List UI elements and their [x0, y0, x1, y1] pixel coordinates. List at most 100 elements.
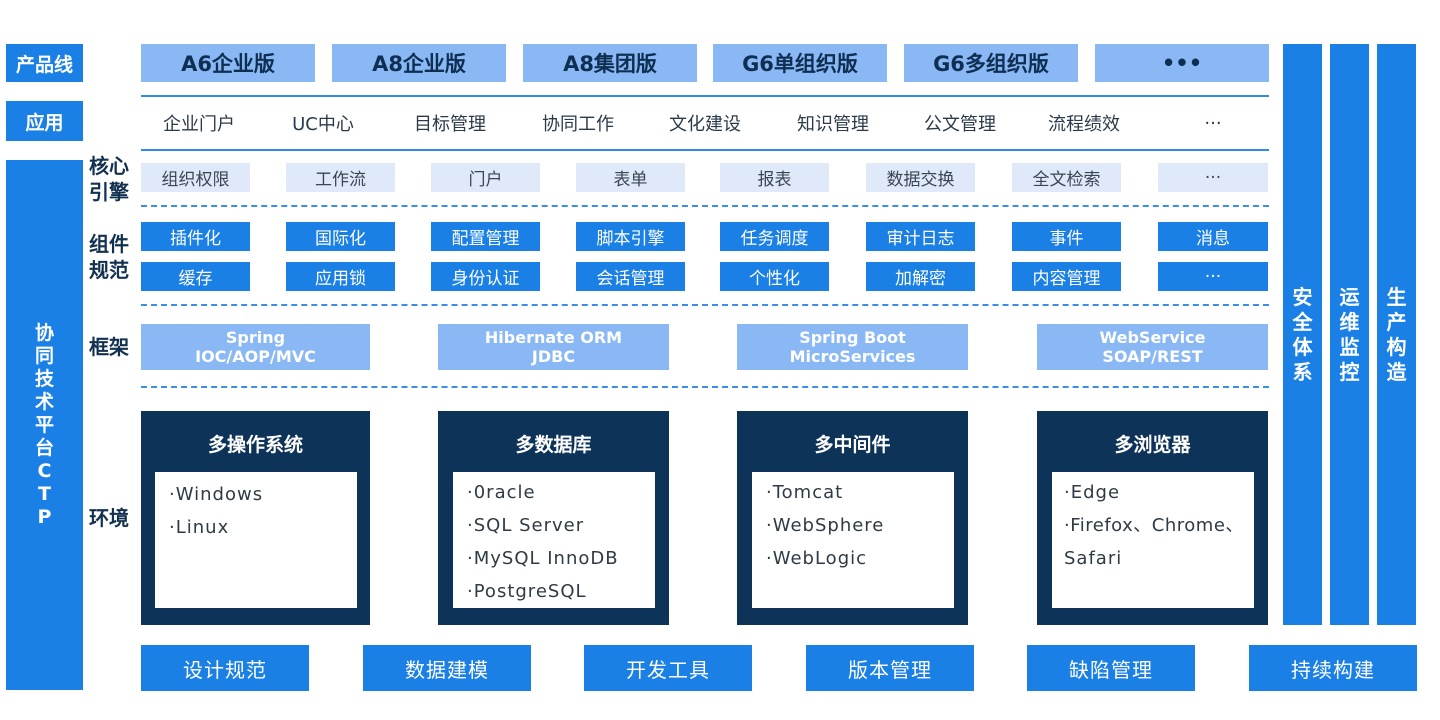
app-item: 协同工作	[542, 114, 614, 135]
ctp-char: P	[37, 505, 52, 528]
ctp-platform-bar: 协 同 技 术 平 台 C T P	[6, 160, 83, 690]
core-engine-item: 工作流	[286, 163, 395, 192]
environment-list-item: ·Tomcat	[766, 482, 844, 503]
environment-list-item: ·WebLogic	[766, 548, 868, 569]
framework-line: Hibernate ORM	[484, 328, 623, 347]
component-item: 配置管理	[431, 222, 540, 251]
environment-title: 多浏览器	[1114, 433, 1191, 456]
framework-spring-boot: Spring Boot MicroServices	[737, 324, 968, 370]
component-item: 国际化	[286, 222, 395, 251]
core-engine-item: ···	[1158, 163, 1268, 192]
app-item: ···	[1204, 112, 1222, 134]
product-more: •••	[1095, 44, 1269, 82]
core-engine-item: 数据交换	[866, 163, 975, 192]
ops-char: 运	[1339, 284, 1360, 309]
security-char: 安	[1292, 284, 1313, 309]
ctp-char: 同	[34, 344, 54, 367]
security-char: 全	[1292, 309, 1313, 334]
framework-line: Spring Boot	[799, 328, 906, 347]
environment-list: ·Windows ·Linux	[155, 472, 357, 608]
ctp-char: 协	[34, 321, 54, 344]
component-item: 应用锁	[286, 262, 395, 291]
product-a8-group: A8集团版	[523, 44, 697, 82]
core-engine-item: 组织权限	[141, 163, 250, 192]
component-item: 任务调度	[720, 222, 829, 251]
core-engine-item: 表单	[576, 163, 685, 192]
production-build-bar: 生 产 构 造	[1377, 44, 1416, 625]
component-spec-label: 组件 规范	[89, 231, 139, 283]
app-item: UC中心	[292, 114, 354, 135]
environment-list-item: ·Edge	[1064, 482, 1121, 503]
environment-list-item: ·MySQL InnoDB	[467, 548, 619, 569]
security-system-bar: 安 全 体 系	[1283, 44, 1322, 625]
environment-database: 多数据库 ·0racle ·SQL Server ·MySQL InnoDB ·…	[438, 411, 669, 625]
component-item: 事件	[1012, 222, 1121, 251]
environment-list-item: Safari	[1064, 548, 1123, 569]
framework-line: JDBC	[531, 347, 576, 366]
app-item: 企业门户	[163, 114, 235, 135]
ctp-char: 平	[34, 413, 54, 436]
core-engine-label-line: 引擎	[89, 180, 129, 204]
component-item: 缓存	[141, 262, 250, 291]
app-item: 知识管理	[797, 114, 869, 135]
component-item: 加解密	[866, 262, 975, 291]
environment-title: 多数据库	[515, 433, 592, 456]
framework-label: 框架	[89, 335, 129, 359]
framework-line: IOC/AOP/MVC	[195, 347, 316, 366]
tool-version-management: 版本管理	[806, 645, 974, 691]
product-a8-enterprise: A8企业版	[332, 44, 506, 82]
environment-title: 多操作系统	[207, 433, 303, 456]
environment-middleware: 多中间件 ·Tomcat ·WebSphere ·WebLogic	[737, 411, 968, 625]
app-item: 公文管理	[924, 114, 996, 135]
divider	[141, 386, 1269, 388]
component-item: 内容管理	[1012, 262, 1121, 291]
environment-list-item: ·Firefox、Chrome、	[1064, 515, 1244, 536]
ctp-char: T	[38, 482, 51, 505]
environment-list-item: ·WebSphere	[766, 515, 885, 536]
app-item: 流程绩效	[1048, 114, 1120, 135]
component-item: 插件化	[141, 222, 250, 251]
core-engine-item: 门户	[431, 163, 540, 192]
component-item: 会话管理	[576, 262, 685, 291]
production-char: 造	[1386, 359, 1407, 384]
core-engine-label: 核心 引擎	[89, 153, 139, 205]
product-line-label: 产品线	[6, 44, 83, 82]
framework-webservice: WebService SOAP/REST	[1037, 324, 1268, 370]
environment-list-item: ·Windows	[169, 484, 264, 505]
environment-list: ·Edge ·Firefox、Chrome、 Safari	[1052, 472, 1254, 608]
security-char: 系	[1292, 359, 1313, 384]
divider	[141, 304, 1269, 306]
application-label: 应用	[6, 101, 83, 141]
ops-char: 维	[1339, 309, 1360, 334]
environment-list-item: ·SQL Server	[467, 515, 585, 536]
ctp-char: 术	[34, 390, 54, 413]
ops-monitoring-bar: 运 维 监 控	[1330, 44, 1369, 625]
environment-browser: 多浏览器 ·Edge ·Firefox、Chrome、 Safari	[1037, 411, 1268, 625]
tool-design-spec: 设计规范	[141, 645, 309, 691]
component-item: 身份认证	[431, 262, 540, 291]
component-item: 个性化	[720, 262, 829, 291]
product-g6-multi: G6多组织版	[904, 44, 1078, 82]
production-char: 产	[1386, 309, 1407, 334]
environment-title: 多中间件	[814, 433, 891, 456]
framework-line: Spring	[225, 328, 286, 347]
tool-data-modeling: 数据建模	[363, 645, 531, 691]
framework-line: WebService	[1099, 328, 1206, 347]
production-char: 构	[1386, 334, 1407, 359]
environment-list: ·Tomcat ·WebSphere ·WebLogic	[752, 472, 954, 608]
environment-list-item: ·PostgreSQL	[467, 581, 587, 602]
environment-label: 环境	[89, 506, 129, 530]
framework-line: MicroServices	[789, 347, 916, 366]
ops-char: 监	[1339, 334, 1360, 359]
environment-list-item: ·0racle	[467, 482, 536, 503]
framework-hibernate: Hibernate ORM JDBC	[438, 324, 669, 370]
ctp-char: 台	[34, 436, 54, 459]
component-item: 消息	[1158, 222, 1268, 251]
component-spec-label-line: 规范	[89, 258, 129, 282]
component-spec-label-line: 组件	[89, 232, 129, 256]
framework-spring: Spring IOC/AOP/MVC	[141, 324, 370, 370]
component-item: ···	[1158, 262, 1268, 291]
environment-list-item: ·Linux	[169, 517, 230, 538]
ctp-char: 技	[34, 367, 54, 390]
app-item: 文化建设	[669, 114, 741, 135]
